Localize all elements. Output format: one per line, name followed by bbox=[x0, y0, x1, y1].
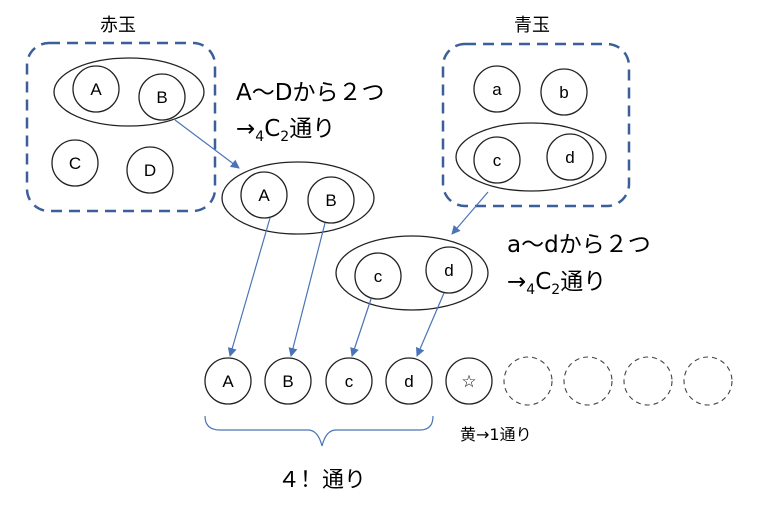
red-ball-b: B bbox=[138, 73, 186, 121]
row-ball-2: B bbox=[264, 357, 312, 405]
blue-combination-text: →4C2通り bbox=[507, 269, 606, 298]
arrow-b-to-row bbox=[288, 222, 326, 357]
blue-selection-ellipse bbox=[455, 122, 607, 192]
permutation-text: ４！通り bbox=[278, 468, 366, 493]
row-ball-3: c bbox=[325, 357, 373, 405]
svg-text:c: c bbox=[374, 267, 383, 286]
arrow-d-to-row bbox=[416, 292, 445, 357]
red-choose-text: A〜Dから２つ bbox=[236, 80, 384, 106]
blue-ball-c: c bbox=[473, 136, 521, 184]
red-ball-a: A bbox=[72, 65, 120, 113]
row-ball-star: ☆ bbox=[445, 357, 493, 405]
svg-text:d: d bbox=[565, 148, 574, 167]
blue-ball-a: a bbox=[473, 65, 521, 113]
svg-text:a: a bbox=[492, 80, 502, 99]
svg-text:B: B bbox=[325, 191, 336, 210]
red-combination-text: →4C2通り bbox=[236, 116, 335, 145]
svg-text:D: D bbox=[144, 161, 156, 180]
svg-text:B: B bbox=[282, 372, 293, 391]
red-selection-ellipse bbox=[53, 57, 205, 127]
row-ball-1: A bbox=[204, 357, 252, 405]
svg-text:B: B bbox=[156, 88, 167, 107]
red-group-box bbox=[25, 41, 217, 213]
arrow-a-to-row bbox=[227, 217, 271, 357]
svg-text:d: d bbox=[444, 261, 453, 280]
chosen-red-ball-b: B bbox=[307, 176, 355, 224]
blue-ball-d: d bbox=[546, 133, 594, 181]
arrow-blue-to-chosen bbox=[451, 191, 489, 235]
arrow-red-to-chosen bbox=[174, 119, 240, 169]
svg-text:A: A bbox=[258, 186, 270, 205]
chosen-blue-ball-c: c bbox=[354, 252, 402, 300]
arrow-c-to-row bbox=[350, 298, 372, 357]
svg-text:A: A bbox=[222, 372, 234, 391]
empty-slot-1 bbox=[503, 356, 553, 406]
row-ball-4: d bbox=[385, 357, 433, 405]
yellow-count-text: 黄→1通り bbox=[460, 425, 532, 444]
svg-text:C: C bbox=[69, 154, 81, 173]
blue-ball-b: b bbox=[540, 68, 588, 116]
chosen-red-ball-a: A bbox=[240, 171, 288, 219]
red-ball-c: C bbox=[51, 139, 99, 187]
red-ball-d: D bbox=[126, 146, 174, 194]
svg-text:c: c bbox=[493, 151, 502, 170]
svg-text:c: c bbox=[345, 372, 354, 391]
star-icon: ☆ bbox=[461, 372, 476, 391]
svg-text:b: b bbox=[559, 83, 568, 102]
empty-slot-3 bbox=[623, 356, 673, 406]
chosen-red-ellipse bbox=[221, 161, 375, 235]
chosen-blue-ball-d: d bbox=[425, 246, 473, 294]
blue-group-title: 青玉 bbox=[514, 15, 550, 36]
underbrace bbox=[204, 415, 434, 447]
svg-text:d: d bbox=[404, 372, 413, 391]
svg-text:A: A bbox=[90, 80, 102, 99]
empty-slot-2 bbox=[563, 356, 613, 406]
chosen-blue-ellipse bbox=[335, 235, 489, 311]
red-group-title: 赤玉 bbox=[100, 15, 136, 36]
blue-group-box bbox=[441, 42, 631, 208]
empty-slot-4 bbox=[683, 356, 733, 406]
blue-choose-text: a〜dから２つ bbox=[507, 232, 651, 258]
